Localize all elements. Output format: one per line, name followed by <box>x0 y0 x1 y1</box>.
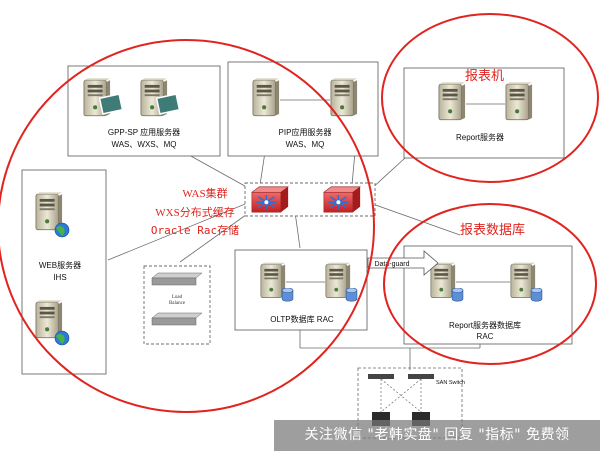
network-switch-icon <box>323 186 361 213</box>
pip-server-group: PIP应用服务器 WAS、MQ <box>227 61 379 157</box>
load-balance-group: Load Balance <box>143 265 211 345</box>
database-cylinder-icon <box>530 288 543 302</box>
pip-title: PIP应用服务器 <box>279 127 332 137</box>
load-balancer-icon <box>151 317 197 326</box>
data-guard-label: Data-guard <box>374 261 409 268</box>
oltp-db-group: OLTP数据库 RAC <box>234 249 368 331</box>
monitor-icon <box>98 93 124 115</box>
network-switch-icon <box>251 186 289 213</box>
web-subtitle: IHS <box>53 273 66 282</box>
server-tower-icon <box>252 78 280 117</box>
annotation-ellipses <box>0 13 599 413</box>
connection-lines <box>107 149 481 370</box>
load-balance-line1: Load <box>172 295 183 300</box>
database-cylinder-icon <box>281 288 294 302</box>
gpp-sp-subtitle: WAS、WXS、MQ <box>111 140 176 149</box>
watermark-banner: 关注微信 "老韩实盘" 回复 "指标" 免费领 <box>274 420 600 451</box>
server-tower-icon <box>260 262 286 298</box>
report-server-group: Report服务器 <box>403 67 565 159</box>
was-cluster-ellipse <box>0 39 375 413</box>
report-db-annotation: 报表数据库 <box>460 222 525 237</box>
database-cylinder-icon <box>345 288 358 302</box>
report-machine-annotation: 报表机 <box>465 68 504 83</box>
was-cluster-annotation: WAS集群 <box>182 186 227 200</box>
gpp-sp-title: GPP-SP 应用服务器 <box>108 127 180 137</box>
load-balancer-icon <box>151 277 197 286</box>
oltp-title: OLTP数据库 RAC <box>270 314 334 324</box>
data-guard-arrow: Data-guard <box>367 250 439 276</box>
oracle-rac-annotation: Oracle Rac存储 <box>151 223 239 237</box>
arrow-right-icon <box>367 250 439 276</box>
server-tower-icon <box>330 78 358 117</box>
report-title: Report服务器 <box>456 132 504 142</box>
server-tower-icon <box>430 262 456 298</box>
report-db-ellipse <box>383 203 597 365</box>
load-balance-line2: Balance <box>169 301 186 306</box>
san-switch-icon <box>408 374 434 379</box>
server-tower-icon <box>505 82 533 121</box>
monitor-icon <box>155 93 181 115</box>
gpp-sp-server-group: GPP-SP 应用服务器 WAS、WXS、MQ <box>67 65 221 157</box>
report-db-subtitle: RAC <box>477 332 494 341</box>
web-title: WEB服务器 <box>39 260 81 270</box>
core-switch-group <box>244 182 376 217</box>
server-tower-icon <box>438 82 466 121</box>
san-switch-label: SAN Switch <box>436 380 465 386</box>
report-machine-ellipse <box>381 13 599 183</box>
san-switch-icon <box>368 374 394 379</box>
pip-subtitle: WAS、MQ <box>286 140 325 149</box>
database-cylinder-icon <box>451 288 464 302</box>
web-server-group: WEB服务器 IHS <box>21 169 107 375</box>
report-db-title: Report服务器数据库 <box>449 320 521 330</box>
wxs-cache-annotation: WXS分布式缓存 <box>155 205 234 219</box>
